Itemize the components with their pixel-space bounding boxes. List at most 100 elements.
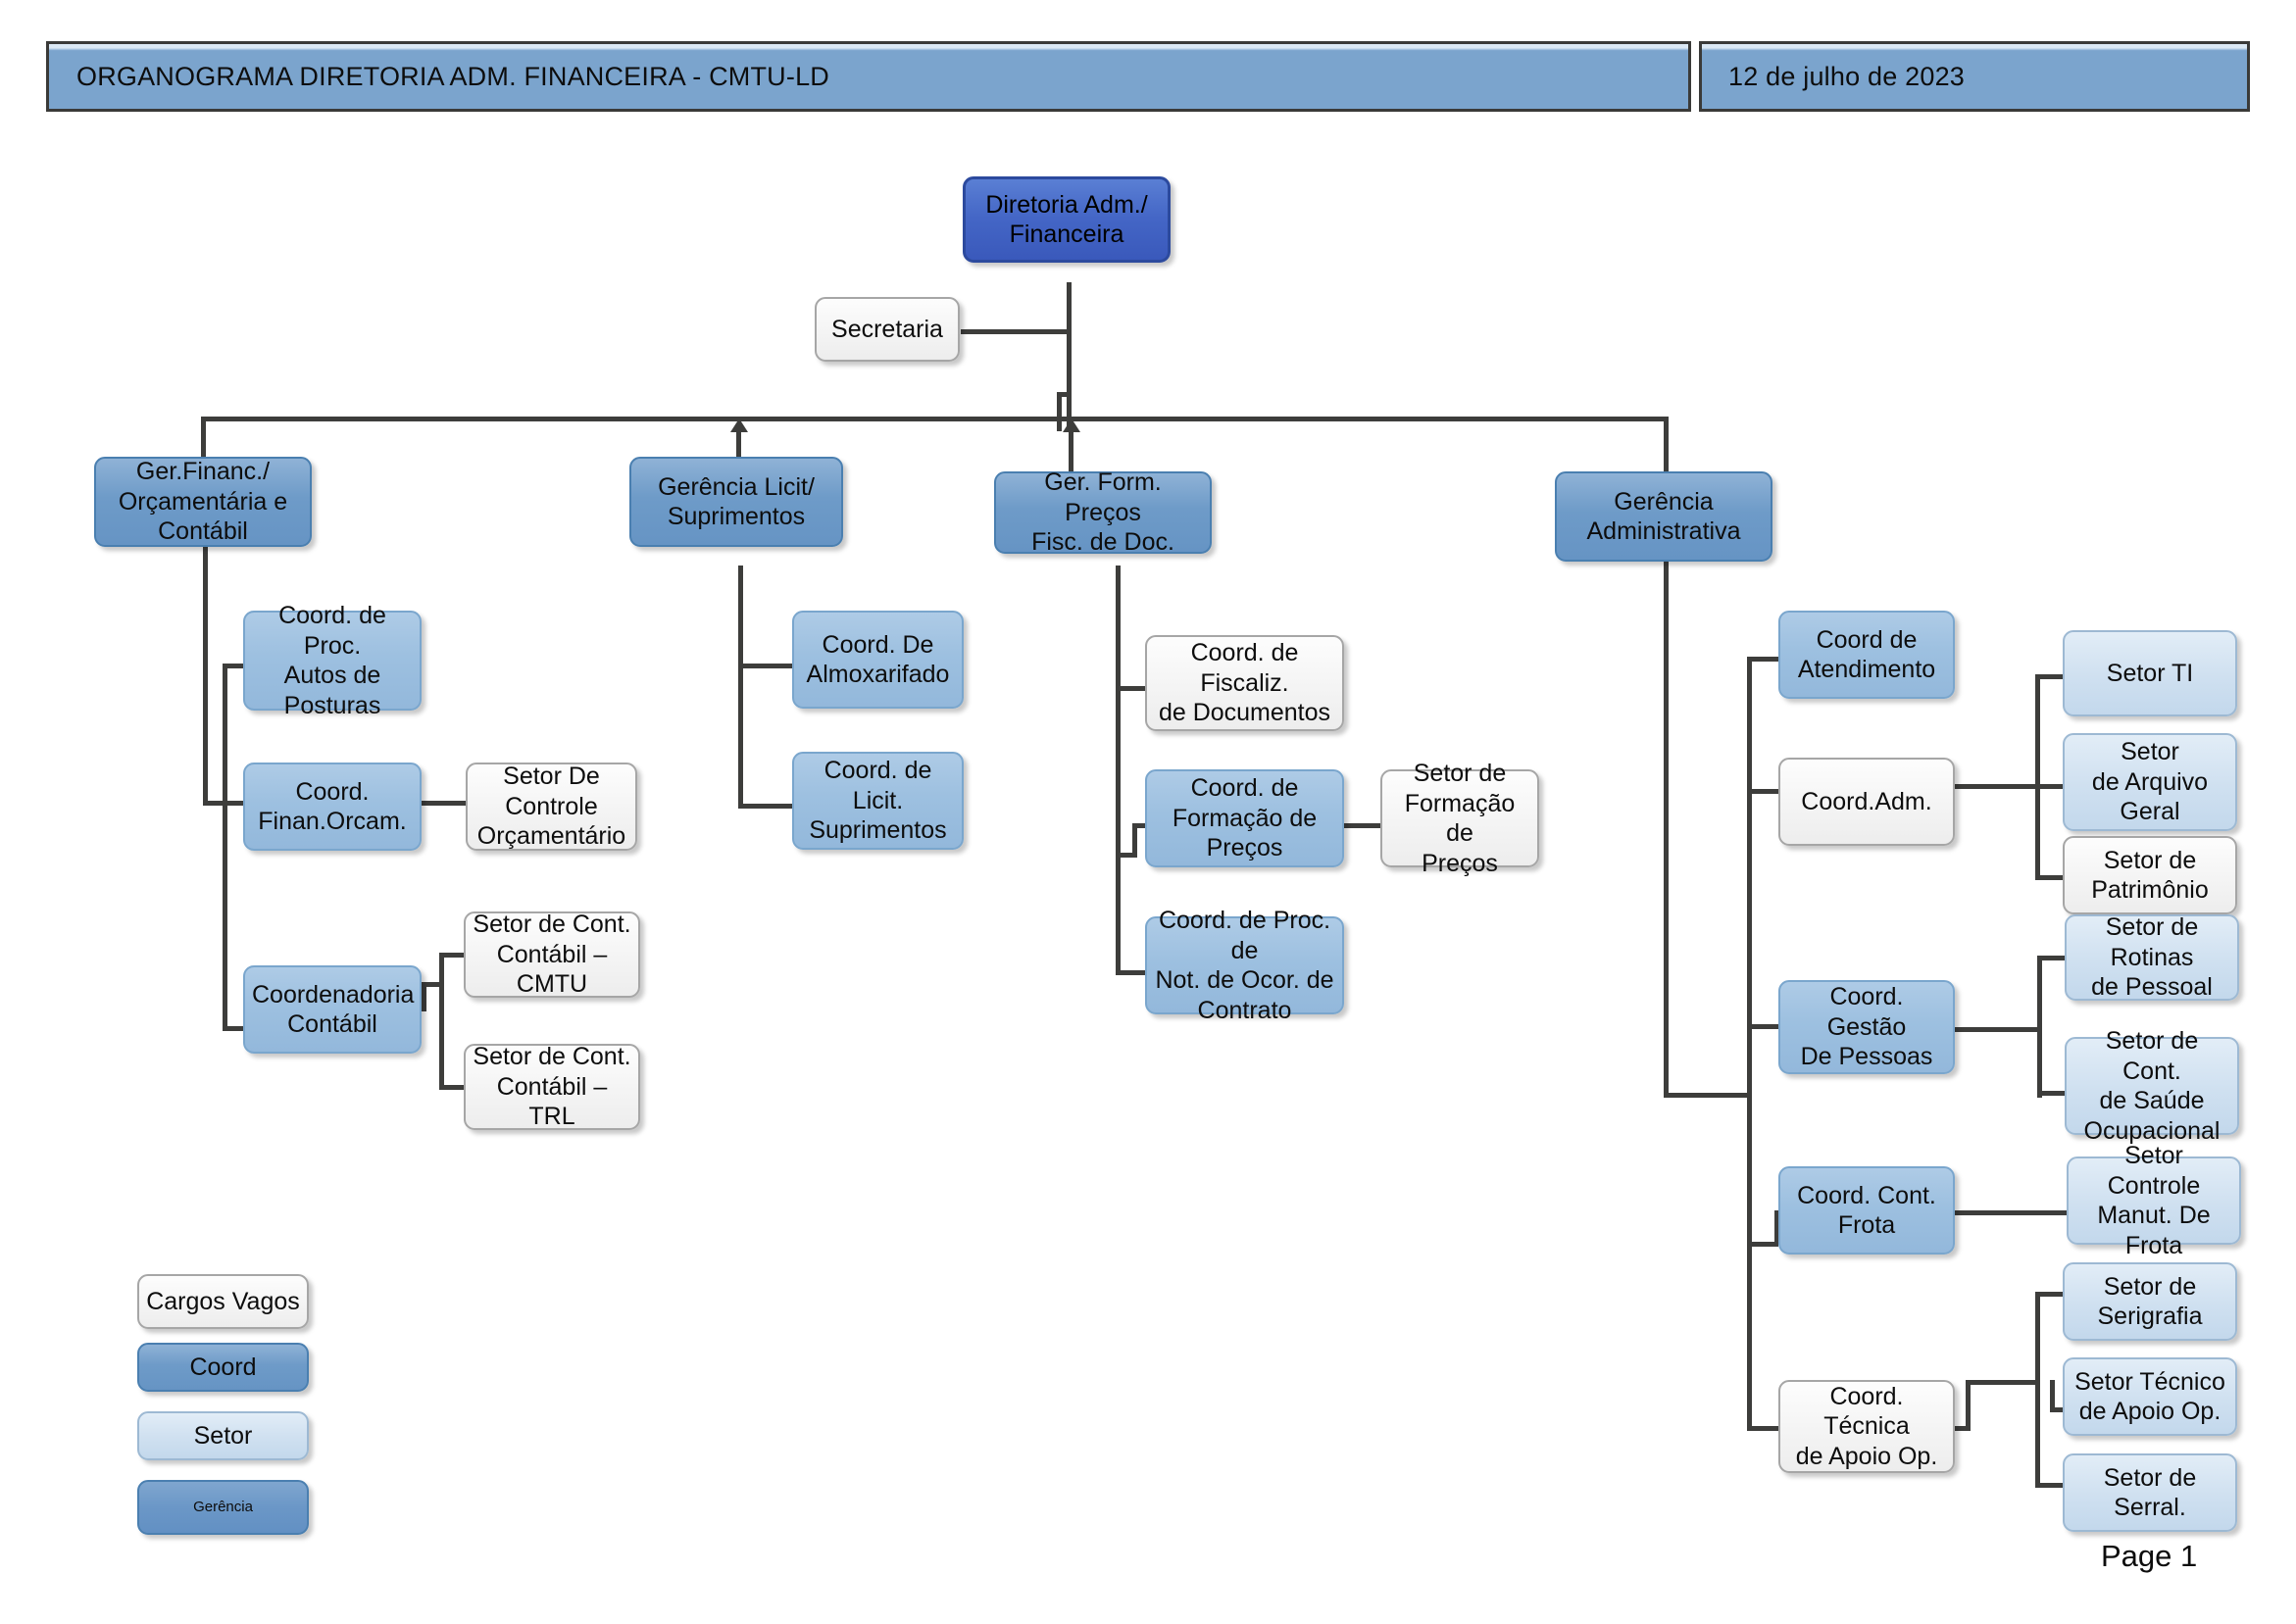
connector-tecnica-jog bbox=[1966, 1380, 1971, 1431]
arrow-ger-licit bbox=[730, 418, 748, 432]
connector-adm-to-tecnica bbox=[1747, 1426, 1778, 1431]
connector-contabil-spine bbox=[439, 953, 444, 1090]
node-coord-proc-autos-posturas[interactable]: Coord. de Proc. Autos de Posturas bbox=[243, 602, 422, 719]
connector-formacao-to-setor bbox=[1339, 823, 1380, 828]
node-coordenadoria-contabil[interactable]: Coordenadoria Contábil bbox=[243, 965, 422, 1054]
node-label: Setor de Cont. Contábil – CMTU bbox=[473, 910, 631, 999]
connector-tecnica-mid-jog-h bbox=[2050, 1407, 2070, 1412]
legend-item-gerencia: Gerência bbox=[137, 1480, 309, 1535]
legend-label: Gerência bbox=[193, 1498, 253, 1515]
node-label: Setor de Patrimônio bbox=[2091, 846, 2209, 905]
node-setor-saude-ocupacional[interactable]: Setor de Cont. de Saúde Ocupacional bbox=[2065, 1027, 2239, 1145]
node-setor-controle-orcamentario[interactable]: Setor De Controle Orçamentário bbox=[466, 763, 637, 851]
connector-tecnica-spine bbox=[2035, 1292, 2040, 1488]
node-coord-gestao-pessoas[interactable]: Coord. Gestão De Pessoas bbox=[1778, 980, 1955, 1074]
node-setor-tecnico-apoio-op[interactable]: Setor Técnico de Apoio Op. bbox=[2063, 1357, 2237, 1436]
legend-label: Setor bbox=[193, 1421, 253, 1450]
node-ger-financ-orcamentaria-contabil[interactable]: Ger.Financ./ Orçamentária e Contábil bbox=[94, 457, 312, 547]
connector-pessoas-to-saude bbox=[2037, 1091, 2065, 1096]
connector-tecnica-stub bbox=[1951, 1426, 1971, 1431]
node-label: Setor TI bbox=[2106, 659, 2194, 687]
legend-item-setor: Setor bbox=[137, 1411, 309, 1460]
node-secretaria[interactable]: Secretaria bbox=[815, 297, 960, 362]
node-coord-cont-frota[interactable]: Coord. Cont. Frota bbox=[1778, 1166, 1955, 1255]
node-coord-almoxarifado[interactable]: Coord. De Almoxarifado bbox=[792, 611, 964, 709]
node-setor-controle-manut-frota[interactable]: Setor Controle Manut. De Frota bbox=[2067, 1142, 2241, 1259]
node-label: Setor de Arquivo Geral bbox=[2091, 738, 2209, 826]
node-coord-fiscaliz-documentos[interactable]: Coord. de Fiscaliz. de Documentos bbox=[1145, 635, 1344, 731]
node-label: Setor De Controle Orçamentário bbox=[476, 763, 626, 851]
node-setor-arquivo-geral[interactable]: Setor de Arquivo Geral bbox=[2063, 733, 2237, 831]
node-label: Coord. de Fiscaliz. de Documentos bbox=[1158, 639, 1331, 727]
node-label: Coord. de Licit. Suprimentos bbox=[809, 757, 947, 845]
node-coord-tecnica-apoio-op[interactable]: Coord. Técnica de Apoio Op. bbox=[1778, 1380, 1955, 1473]
page-number: Page 1 bbox=[2101, 1539, 2198, 1573]
node-label: Setor de Rotinas de Pessoal bbox=[2091, 913, 2213, 1002]
node-gerencia-administrativa[interactable]: Gerência Administrativa bbox=[1555, 471, 1772, 562]
connector-licit-to-supr bbox=[738, 804, 792, 809]
connector-tecnica-jog-h bbox=[1966, 1380, 2039, 1385]
connector-pessoas-stub bbox=[1949, 1027, 2042, 1032]
connector-contabil-jog-h bbox=[422, 982, 443, 987]
legend-label: Coord bbox=[189, 1353, 257, 1381]
node-ger-form-precos-fisc-doc[interactable]: Ger. Form. Preços Fisc. de Doc. bbox=[994, 468, 1212, 556]
connector-root-jog bbox=[1057, 392, 1062, 431]
connector-precos-to-notocor bbox=[1116, 970, 1145, 975]
node-setor-serral[interactable]: Setor de Serral. bbox=[2063, 1453, 2237, 1532]
node-coord-formacao-precos[interactable]: Coord. de Formação de Preços bbox=[1145, 769, 1344, 867]
connector-precos-jog bbox=[1132, 823, 1137, 853]
connector-financ-spine-b bbox=[223, 664, 227, 1031]
connector-main-bus bbox=[201, 417, 1664, 421]
node-diretoria-adm-financeira[interactable]: Diretoria Adm./ Financeira bbox=[963, 176, 1171, 263]
node-coord-adm[interactable]: Coord.Adm. bbox=[1778, 758, 1955, 846]
node-label: Setor Técnico de Apoio Op. bbox=[2074, 1367, 2225, 1426]
connector-contabil-jog bbox=[422, 982, 426, 1011]
arrow-ger-precos bbox=[1063, 418, 1080, 432]
node-gerencia-licit-suprimentos[interactable]: Gerência Licit/ Suprimentos bbox=[629, 457, 843, 547]
node-label: Coord. de Proc. Autos de Posturas bbox=[278, 602, 386, 719]
connector-frota-to-setor bbox=[1949, 1210, 2067, 1215]
connector-financ-to-finorc bbox=[203, 801, 244, 806]
node-label: Coord. Cont. Frota bbox=[1797, 1181, 1936, 1240]
connector-financ-to-posturas bbox=[223, 664, 244, 668]
header-date: 12 de julho de 2023 bbox=[1728, 61, 1966, 91]
node-label: Coord. Gestão De Pessoas bbox=[1800, 983, 1933, 1071]
connector-contabil-to-trl bbox=[439, 1085, 464, 1090]
node-label: Coord. Finan.Orcam. bbox=[258, 777, 407, 836]
connector-adm-frota-jog-h bbox=[1747, 1242, 1778, 1247]
connector-financ-to-contabil bbox=[223, 1026, 244, 1031]
connector-adm-frota-jog bbox=[1774, 1210, 1779, 1242]
node-coord-finan-orcam[interactable]: Coord. Finan.Orcam. bbox=[243, 763, 422, 851]
node-label: Coord. de Proc. de Not. de Ocor. de Cont… bbox=[1155, 907, 1334, 1024]
node-coord-proc-not-ocor-contrato[interactable]: Coord. de Proc. de Not. de Ocor. de Cont… bbox=[1145, 907, 1344, 1024]
node-coord-licit-suprimentos[interactable]: Coord. de Licit. Suprimentos bbox=[792, 752, 964, 850]
node-setor-ti[interactable]: Setor TI bbox=[2063, 630, 2237, 716]
connector-precos-to-formacao bbox=[1132, 823, 1152, 828]
node-setor-patrimonio[interactable]: Setor de Patrimônio bbox=[2063, 836, 2237, 914]
node-setor-serigrafia[interactable]: Setor de Serigrafia bbox=[2063, 1262, 2237, 1341]
header-date-band: 12 de julho de 2023 bbox=[1699, 41, 2250, 112]
connector-coordadm-jog-h bbox=[1897, 784, 2039, 789]
connector-licit-spine bbox=[738, 566, 743, 806]
node-label: Coord. De Almoxarifado bbox=[806, 630, 950, 689]
node-setor-formacao-precos[interactable]: Setor de Formação de Preços bbox=[1380, 760, 1539, 877]
node-label: Setor de Cont. Contábil – TRL bbox=[473, 1043, 631, 1131]
node-setor-cont-contabil-cmtu[interactable]: Setor de Cont. Contábil – CMTU bbox=[464, 910, 640, 999]
node-label: Diretoria Adm./ Financeira bbox=[985, 190, 1148, 249]
node-coord-atendimento[interactable]: Coord de Atendimento bbox=[1778, 611, 1955, 699]
connector-adm-to-pessoas bbox=[1747, 1024, 1778, 1029]
node-label: Setor de Formação de Preços bbox=[1404, 760, 1516, 877]
node-setor-cont-contabil-trl[interactable]: Setor de Cont. Contábil – TRL bbox=[464, 1043, 640, 1131]
node-label: Coord. Técnica de Apoio Op. bbox=[1795, 1382, 1938, 1470]
connector-precos-spine bbox=[1116, 566, 1121, 972]
node-setor-rotinas-pessoal[interactable]: Setor de Rotinas de Pessoal bbox=[2065, 913, 2239, 1002]
node-label: Gerência Licit/ Suprimentos bbox=[658, 472, 815, 531]
node-label: Setor Controle Manut. De Frota bbox=[2097, 1142, 2211, 1259]
node-label: Setor de Cont. de Saúde Ocupacional bbox=[2083, 1027, 2221, 1145]
node-label: Coord. de Formação de Preços bbox=[1172, 774, 1318, 862]
connector-contabil-to-cmtu bbox=[439, 953, 464, 958]
node-label: Setor de Serigrafia bbox=[2097, 1272, 2203, 1331]
connector-coordadm-spine bbox=[2035, 674, 2040, 880]
node-label: Coordenadoria Contábil bbox=[252, 980, 415, 1039]
